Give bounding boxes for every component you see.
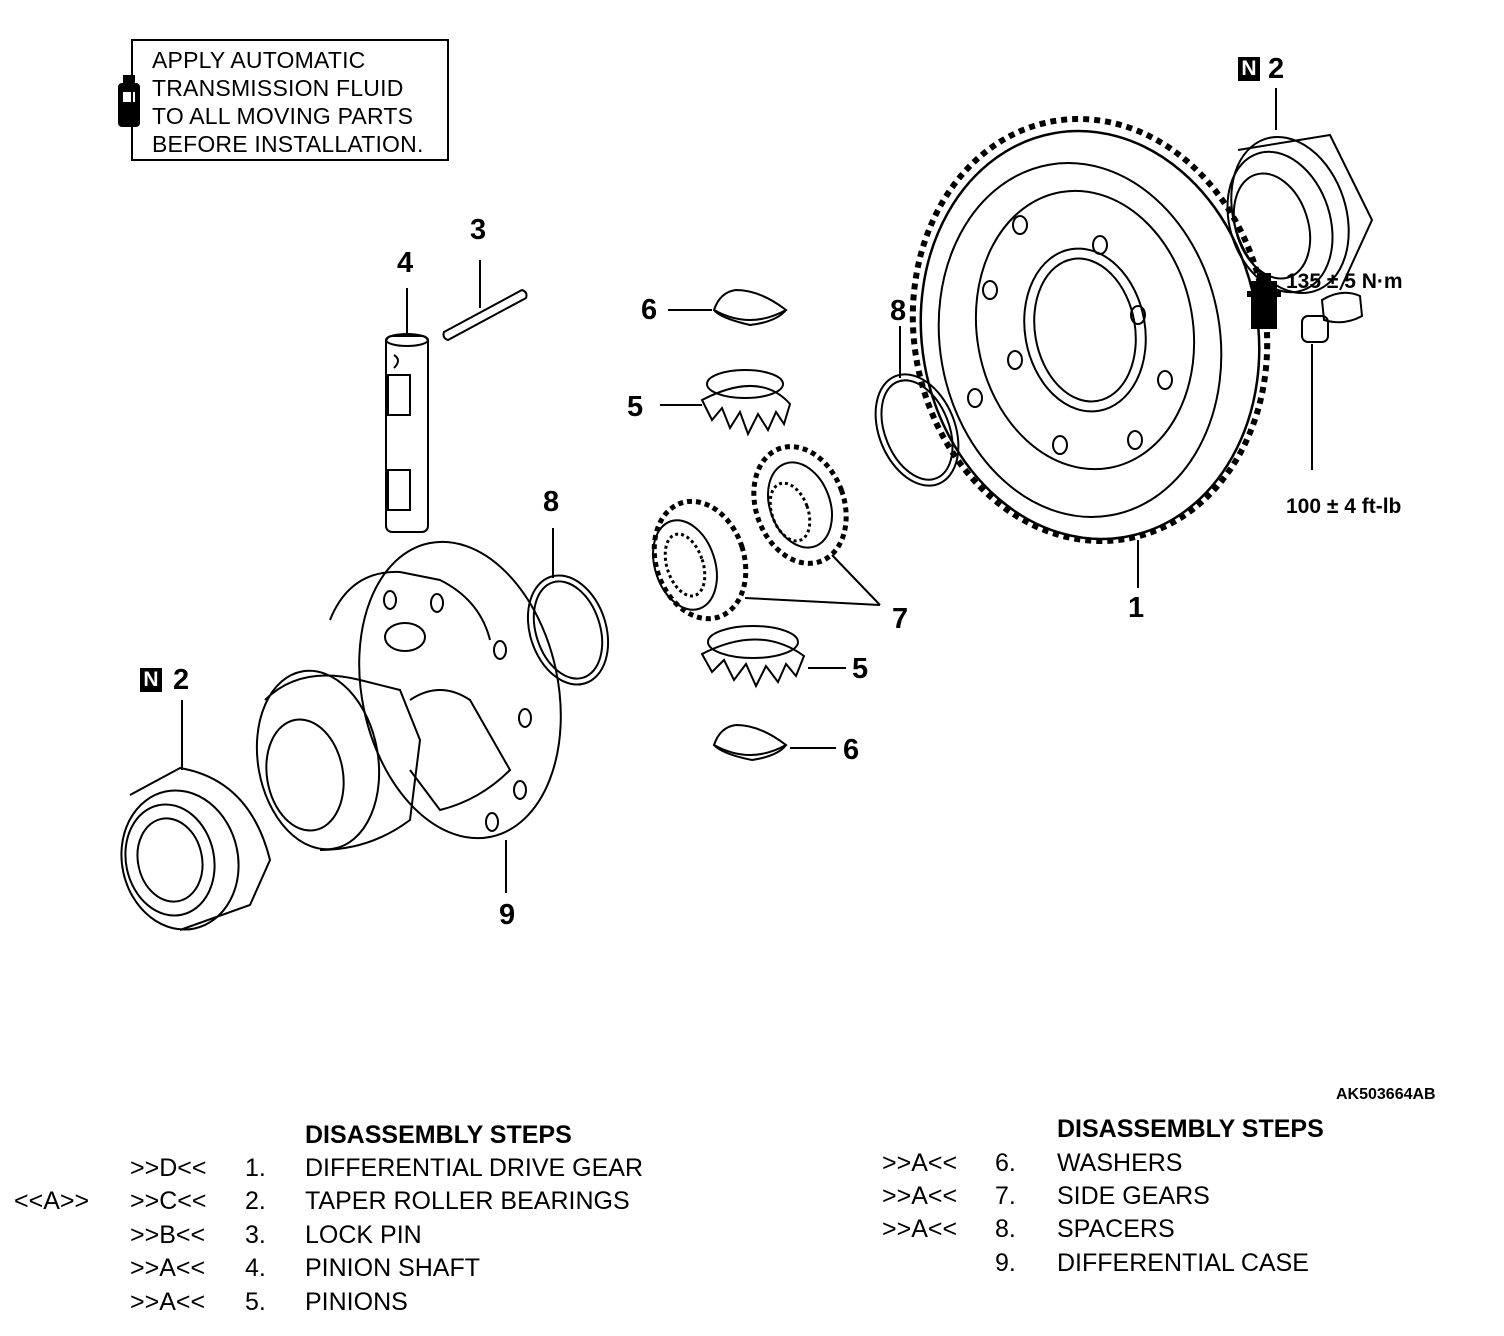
step-code: >>A<< — [882, 1215, 958, 1243]
step-code: >>D<< — [130, 1154, 207, 1182]
callout-7: 7 — [892, 603, 909, 635]
step-row-3: >>B<< 3. LOCK PIN — [0, 1219, 720, 1251]
spacer-lower — [526, 528, 610, 686]
callout-2-lower: 2 — [173, 664, 190, 696]
step-num: 5. — [245, 1288, 266, 1316]
step-row-1: >>D<< 1. DIFFERENTIAL DRIVE GEAR — [0, 1152, 720, 1184]
callout-1: 1 — [1128, 592, 1145, 624]
note-line-3: TO ALL MOVING PARTS — [152, 103, 414, 129]
step-num: 2. — [245, 1187, 266, 1215]
spacer-upper — [874, 326, 960, 487]
callout-2-upper: 2 — [1268, 53, 1285, 85]
callout-3: 3 — [470, 214, 487, 246]
step-label: PINION SHAFT — [305, 1254, 481, 1282]
step-num: 6. — [995, 1149, 1016, 1177]
n-badge-lower: N — [140, 668, 162, 692]
pinion-lower — [700, 625, 846, 689]
step-label: WASHERS — [1057, 1149, 1183, 1177]
lock-pin — [442, 260, 528, 342]
callout-9: 9 — [499, 899, 516, 931]
note-line-4: BEFORE INSTALLATION. — [152, 131, 424, 157]
washer-lower — [712, 723, 836, 762]
callout-6-upper: 6 — [641, 294, 658, 326]
note-line-1: APPLY AUTOMATIC — [152, 47, 366, 73]
washer-upper — [668, 288, 788, 327]
step-num: 9. — [995, 1249, 1016, 1277]
step-num: 8. — [995, 1215, 1016, 1243]
torque-imperial: 100 ± 4 ft-lb — [1286, 495, 1402, 518]
gear-bolt — [1301, 291, 1364, 470]
step-code: >>A<< — [130, 1254, 206, 1282]
step-num: 1. — [245, 1154, 266, 1182]
side-gears — [651, 444, 881, 622]
fluid-bottle-icon — [118, 75, 140, 127]
step-code: >>A<< — [882, 1182, 958, 1210]
step-code: >>C<< — [130, 1187, 207, 1215]
step-label: TAPER ROLLER BEARINGS — [305, 1187, 630, 1215]
note-box — [131, 39, 449, 161]
step-row-6: >>A<< 6. WASHERS — [0, 1147, 1500, 1179]
torque-bottle-icon — [1247, 273, 1281, 329]
step-code: >>B<< — [130, 1221, 206, 1249]
step-code: >>A<< — [882, 1149, 958, 1177]
callout-6-lower: 6 — [843, 734, 860, 766]
pinion-shaft — [385, 288, 429, 533]
step-pre: <<A>> — [14, 1187, 90, 1215]
step-label: DIFFERENTIAL DRIVE GEAR — [305, 1154, 644, 1182]
step-row-4: >>A<< 4. PINION SHAFT — [0, 1252, 720, 1284]
taper-roller-bearing-lower — [120, 700, 272, 931]
step-code: >>A<< — [130, 1288, 206, 1316]
step-row-7: >>A<< 7. SIDE GEARS — [0, 1180, 1500, 1212]
callout-4: 4 — [397, 247, 414, 279]
step-num: 3. — [245, 1221, 266, 1249]
step-row-9: 9. DIFFERENTIAL CASE — [0, 1247, 1500, 1279]
differential-case — [255, 540, 562, 893]
step-label: DIFFERENTIAL CASE — [1057, 1249, 1309, 1277]
step-num: 7. — [995, 1182, 1016, 1210]
torque-metric: 135 ± 5 N·m — [1286, 270, 1403, 293]
steps-left-heading: DISASSEMBLY STEPS — [305, 1121, 572, 1149]
step-row-2: <<A>> >>C<< 2. TAPER ROLLER BEARINGS — [0, 1185, 720, 1217]
taper-roller-bearing-upper — [1226, 88, 1374, 295]
step-row-8: >>A<< 8. SPACERS — [0, 1213, 1500, 1245]
callout-8-lower: 8 — [543, 486, 560, 518]
callout-5-upper: 5 — [627, 391, 644, 423]
step-row-5: >>A<< 5. PINIONS — [0, 1286, 720, 1318]
pinion-upper — [660, 369, 792, 437]
step-label: SIDE GEARS — [1057, 1182, 1210, 1210]
figure-reference: AK503664AB — [1336, 1086, 1436, 1103]
steps-right-heading: DISASSEMBLY STEPS — [1057, 1115, 1324, 1143]
note-line-2: TRANSMISSION FLUID — [152, 75, 404, 101]
n-badge-upper: N — [1238, 57, 1260, 81]
step-label: SPACERS — [1057, 1215, 1175, 1243]
callout-8-upper: 8 — [890, 295, 907, 327]
callout-5-lower: 5 — [852, 653, 869, 685]
step-label: LOCK PIN — [305, 1221, 422, 1249]
step-num: 4. — [245, 1254, 266, 1282]
step-label: PINIONS — [305, 1288, 408, 1316]
